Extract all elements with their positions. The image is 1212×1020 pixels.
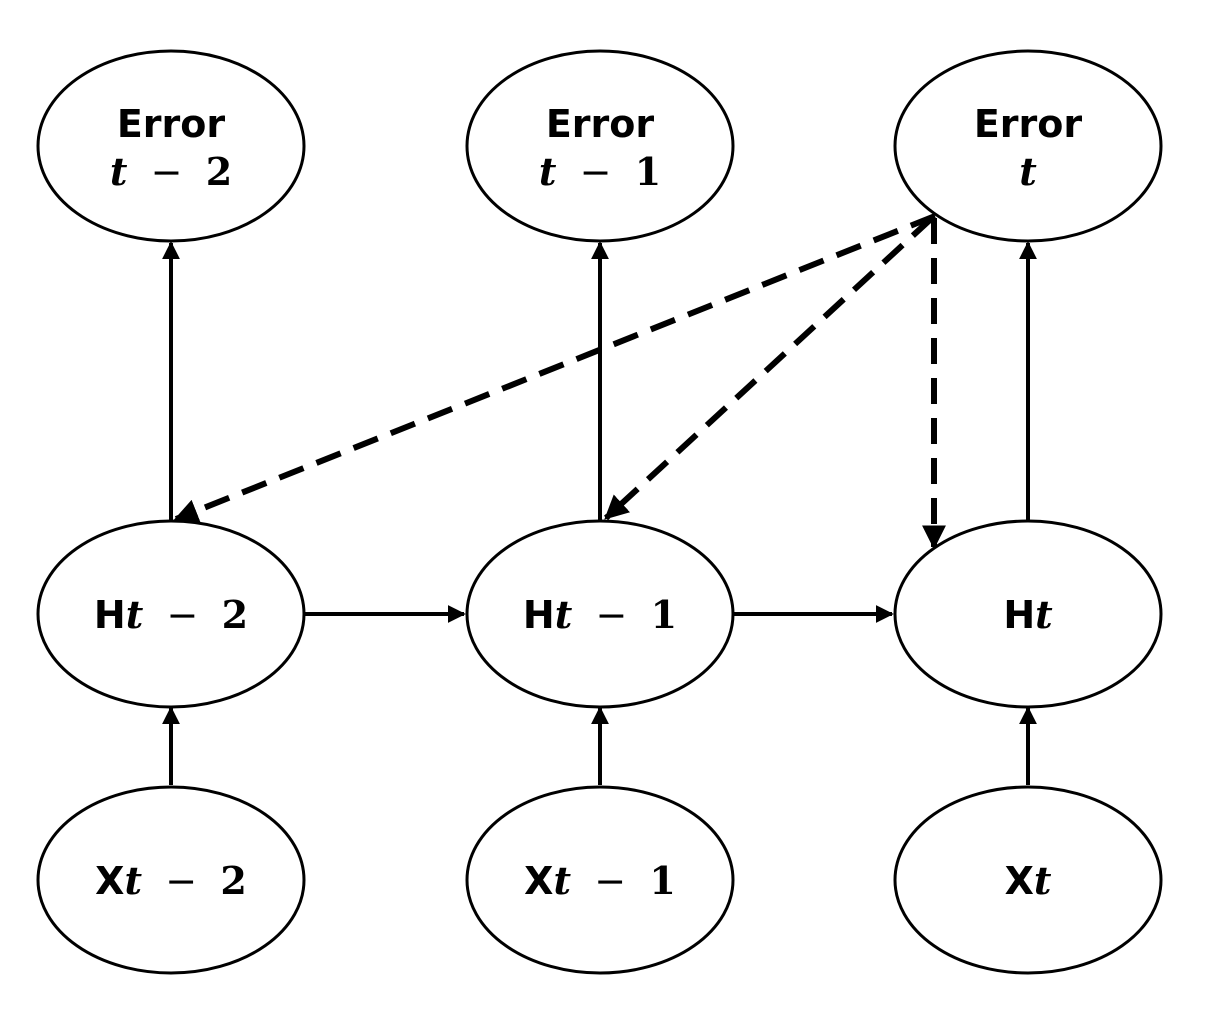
node-word: Error — [974, 102, 1083, 146]
node-prefix: X — [524, 859, 553, 903]
node-prefix: H — [94, 593, 126, 637]
node-word: Error — [546, 102, 655, 146]
node-x-t-minus-2: Xt − 2 — [36, 785, 306, 975]
dashed-edge-error-t-to-h-t2 — [173, 213, 937, 523]
node-var: t — [553, 858, 571, 903]
node-var: t — [124, 858, 142, 903]
node-h-t-minus-2: Ht − 2 — [36, 519, 306, 709]
node-h-t-minus-1: Ht − 1 — [465, 519, 735, 709]
node-var: t — [1019, 149, 1037, 194]
node-op: − — [594, 859, 626, 903]
svg-text:Xt − 2: Xt − 2 — [95, 858, 247, 903]
node-num: 1 — [635, 149, 661, 194]
node-x-t: Xt — [893, 785, 1163, 975]
dashed-edge-error-t-to-h-t1 — [603, 215, 935, 521]
node-error-t: Error t — [893, 49, 1163, 243]
svg-text:Error: Error — [546, 102, 655, 146]
svg-text:t − 1: t − 1 — [539, 149, 661, 194]
node-h-t: Ht — [893, 519, 1163, 709]
node-prefix: H — [523, 593, 555, 637]
node-error-t-minus-1: Error t − 1 — [465, 49, 735, 243]
node-x-t-minus-1: Xt − 1 — [465, 785, 735, 975]
node-op: − — [167, 593, 199, 637]
svg-text:Ht − 2: Ht − 2 — [94, 592, 248, 637]
node-num: 2 — [222, 592, 248, 637]
svg-text:Error: Error — [117, 102, 226, 146]
node-var: t — [126, 592, 144, 637]
node-op: − — [580, 150, 612, 194]
svg-text:Xt: Xt — [1005, 858, 1052, 903]
node-var: t — [1034, 858, 1052, 903]
node-op: − — [165, 859, 197, 903]
node-num: 1 — [651, 592, 677, 637]
node-prefix: X — [95, 859, 124, 903]
node-word: Error — [117, 102, 226, 146]
svg-text:t − 2: t − 2 — [110, 149, 232, 194]
svg-text:Ht: Ht — [1003, 592, 1053, 637]
svg-text:Ht − 1: Ht − 1 — [523, 592, 677, 637]
node-num: 2 — [220, 858, 246, 903]
node-var: t — [555, 592, 573, 637]
node-var: t — [539, 149, 557, 194]
node-prefix: H — [1003, 593, 1035, 637]
svg-text:Xt − 1: Xt − 1 — [524, 858, 676, 903]
node-error-t-minus-2: Error t − 2 — [36, 49, 306, 243]
node-op: − — [151, 150, 183, 194]
node-num: 1 — [649, 858, 675, 903]
node-op: − — [596, 593, 628, 637]
node-var: t — [110, 149, 128, 194]
node-var: t — [1035, 592, 1053, 637]
node-num: 2 — [206, 149, 232, 194]
svg-text:t: t — [1019, 149, 1037, 194]
svg-text:Error: Error — [974, 102, 1083, 146]
node-prefix: X — [1005, 859, 1034, 903]
